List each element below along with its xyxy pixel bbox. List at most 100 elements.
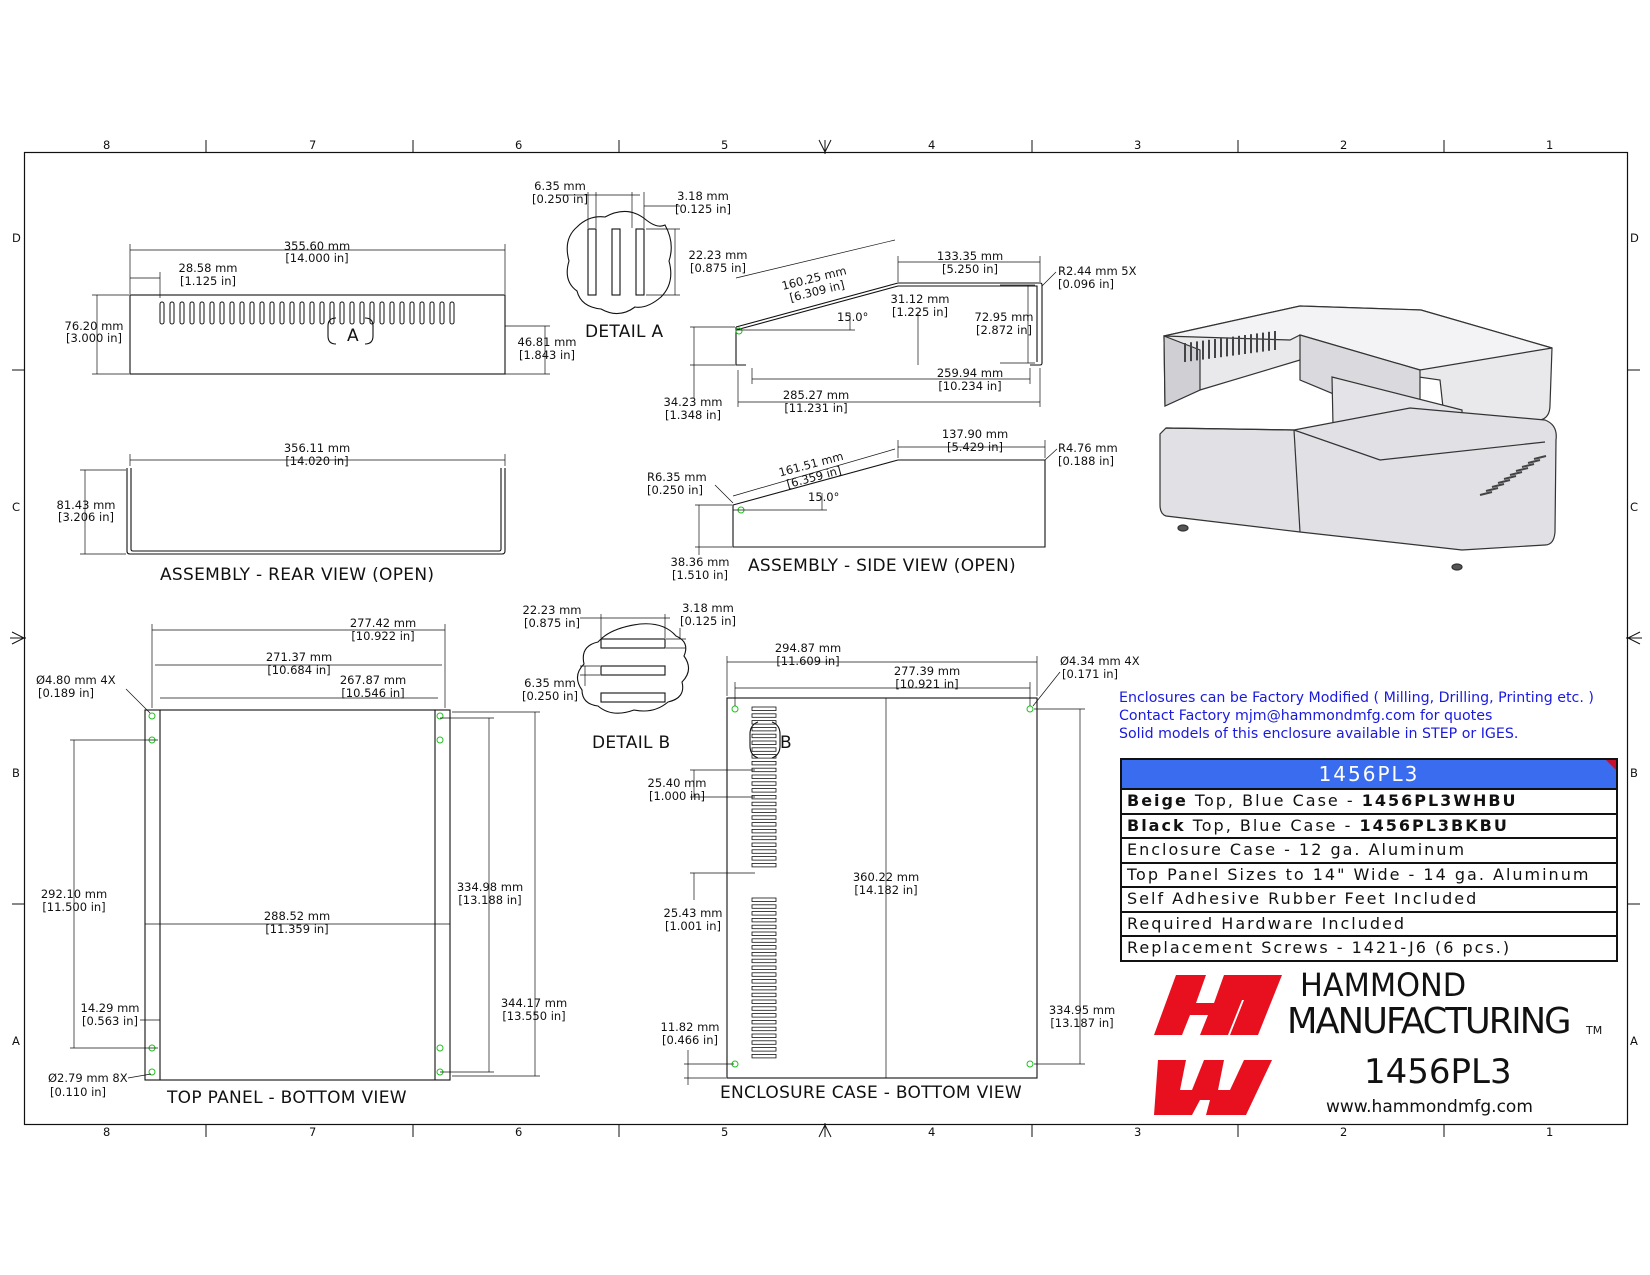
vent-slot [751, 931, 777, 936]
vent-slot [169, 301, 175, 325]
dim-case-v1-in: [1.000 in] [649, 789, 705, 803]
zone-label: 3 [1134, 138, 1141, 152]
iso-vent [1497, 479, 1511, 484]
zone-label: 7 [309, 1125, 316, 1139]
dim-tp-hole-in: [0.189 in] [38, 686, 94, 700]
dim-side-back-height: 72.95 mm [975, 310, 1034, 324]
dim-tp-w2-in: [10.684 in] [267, 663, 330, 677]
vent-slot [419, 301, 425, 325]
zone-label: 6 [515, 138, 522, 152]
spec-table-header: 1456PL3 [1122, 758, 1616, 788]
dim-detail-b-gap-in: [0.125 in] [680, 614, 736, 628]
vent-slot [751, 999, 777, 1004]
vent-slot [449, 301, 455, 325]
mount-hole [148, 1068, 156, 1076]
zone-label: 1 [1546, 138, 1553, 152]
vent-slot [751, 904, 777, 909]
iso-case-edge [1165, 427, 1546, 461]
dim-rear-open-width: 356.11 mm [284, 441, 350, 455]
iso-vent [1533, 455, 1547, 460]
vent-slot [299, 301, 305, 325]
dim-detail-a-slot-width-in: [0.250 in] [532, 192, 588, 206]
dim-rear-slot-offset-in: [1.125 in] [180, 274, 236, 288]
factory-notes: Enclosures can be Factory Modified ( Mil… [1119, 689, 1639, 743]
dim-side-front-height: 34.23 mm [664, 395, 723, 409]
vent-slot [751, 1040, 777, 1045]
dim-side-step-in: [1.225 in] [892, 305, 948, 319]
zone-label: B [12, 766, 20, 780]
dim-case-front-radius: R6.35 mm [647, 470, 707, 484]
dim-detail-b-length-in: [0.875 in] [524, 616, 580, 630]
vent-slot [359, 301, 365, 325]
vent-slot [259, 301, 265, 325]
detail-a-callout [327, 317, 374, 345]
note-line: Enclosures can be Factory Modified ( Mil… [1119, 690, 1594, 706]
vent-slot [751, 774, 777, 779]
spec-row-text: Replacement Screws - 1421-J6 (6 pcs.) [1127, 938, 1512, 957]
dim-rear-open-height: 81.43 mm [57, 498, 116, 512]
side-top-outline [735, 282, 1043, 366]
iso-vent [1521, 463, 1535, 468]
vent-slot [219, 301, 225, 325]
vent-slot [751, 781, 777, 786]
dim-rear-width: 355.60 mm [284, 239, 350, 253]
side-view: 160.25 mm [6.309 in] 133.35 mm [5.250 in… [647, 239, 1137, 582]
vent-slot [751, 795, 777, 800]
vent-slot [751, 713, 777, 718]
dim-case-angle: 15.0° [808, 490, 839, 504]
corner-flag [1606, 760, 1616, 770]
dim-side-overall-depth-in: [11.231 in] [784, 401, 847, 415]
rear-view-title: ASSEMBLY - REAR VIEW (OPEN) [160, 565, 434, 585]
rear-open-outline [126, 468, 506, 555]
dim-tp-w3: 267.87 mm [340, 673, 406, 687]
dim-rear-slot-height-in: [1.843 in] [519, 348, 575, 362]
spec-header-text: 1456PL3 [1318, 762, 1420, 786]
vent-slot [751, 733, 777, 739]
dim-side-angle: 15.0° [837, 310, 868, 324]
dim-tp-h1-in: [11.500 in] [42, 900, 105, 914]
spec-row-part: 1456PL3WHBU [1361, 791, 1518, 810]
vent-slot [751, 849, 777, 854]
zone-label: 8 [103, 138, 110, 152]
dim-case-w1: 294.87 mm [775, 641, 841, 655]
dim-side-inner-depth: 259.94 mm [937, 366, 1003, 380]
vent-slot [289, 301, 295, 325]
vent-slot [751, 924, 777, 930]
vent-slot [751, 788, 777, 793]
vent-slot [379, 301, 385, 325]
dim-detail-a-gap-in: [0.125 in] [675, 202, 731, 216]
dim-case-v3-in: [0.466 in] [662, 1033, 718, 1047]
rear-panel-outline [129, 294, 506, 375]
zone-label: C [12, 500, 20, 514]
dim-case-v2: 25.43 mm [664, 906, 723, 920]
vent-slot [751, 835, 777, 841]
spec-row-bold: Black [1127, 815, 1186, 835]
spec-row: Replacement Screws - 1421-J6 (6 pcs.) [1122, 935, 1616, 960]
top-panel-outline [144, 709, 451, 1081]
detail-a-boundary [566, 210, 672, 315]
detail-a-slot [587, 228, 597, 296]
dim-case-v2-in: [1.001 in] [665, 919, 721, 933]
dim-tp-w1: 277.42 mm [350, 616, 416, 630]
vent-slot [751, 761, 777, 766]
detail-b-boundary [576, 623, 690, 714]
zone-labels: 8 7 6 5 4 3 2 1 8 7 6 5 4 3 2 1 D C B A … [12, 138, 1639, 1139]
spec-row-text: Required Hardware Included [1127, 913, 1407, 933]
dim-detail-b-width-in: [0.250 in] [522, 689, 578, 703]
note-line: Contact Factory mjm@hammondmfg.com for q… [1119, 708, 1493, 724]
dim-case-hole-span: 334.95 mm [1049, 1003, 1115, 1017]
dim-case-front-height: 38.36 mm [671, 555, 730, 569]
vent-slot [751, 945, 777, 950]
vent-slot [229, 301, 235, 325]
dim-side-step: 31.12 mm [891, 292, 950, 306]
vent-slot [751, 863, 777, 868]
case-bottom-title: ENCLOSURE CASE - BOTTOM VIEW [720, 1083, 1022, 1103]
dim-tp-hole: Ø4.80 mm 4X [36, 673, 116, 687]
dim-side-front-height-in: [1.348 in] [665, 408, 721, 422]
vent-slot [429, 301, 435, 325]
dim-case-w1-in: [11.609 in] [776, 654, 839, 668]
spec-row-text: Top, Blue Case - [1187, 791, 1362, 810]
case-bottom-view: B 294.87 mm [11.609 in] 277.39 mm [10.92… [648, 641, 1140, 1103]
iso-vent [1503, 475, 1517, 480]
